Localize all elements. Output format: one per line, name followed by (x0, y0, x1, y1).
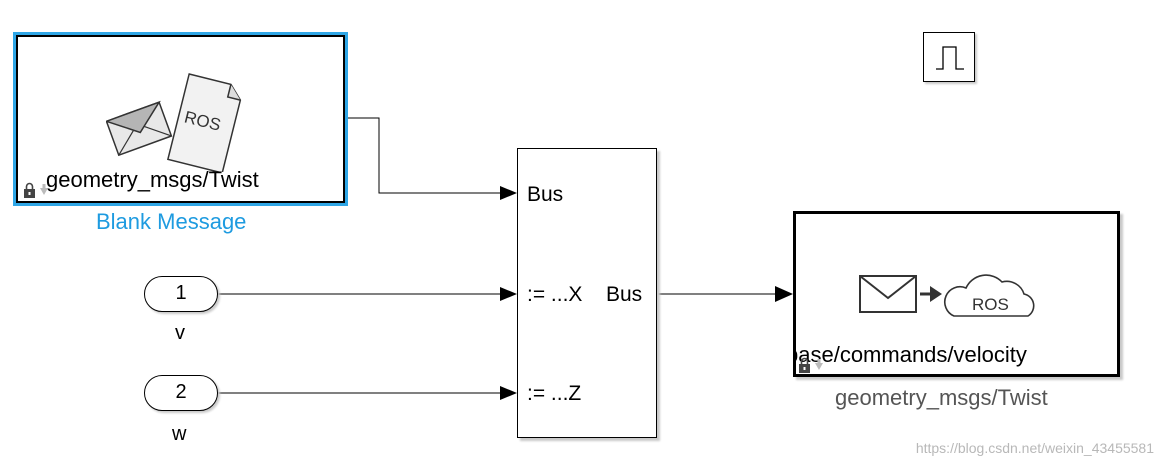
inport-1-name: v (175, 322, 185, 344)
inport-2-name: w (172, 423, 187, 445)
ros-cloud-text: ROS (972, 295, 1009, 314)
pulse-generator-block[interactable] (923, 32, 975, 82)
ros-publish-icon: ROS (859, 274, 1035, 317)
lock-icon (24, 182, 48, 198)
inport-2-number: 2 (175, 381, 187, 403)
pulse-generator-icon (936, 46, 964, 70)
inport-1-number: 1 (175, 282, 187, 304)
arrow-x-input (500, 287, 517, 301)
bus-assignment-block[interactable]: Bus := ...X Bus := ...Z (517, 148, 657, 438)
publish-label: geometry_msgs/Twist (835, 385, 1048, 410)
port-bus-label: Bus (527, 183, 564, 206)
inport-2[interactable]: 2 (144, 375, 218, 411)
port-z-label: := ...Z (527, 382, 582, 405)
arrow-bus-input (500, 186, 517, 200)
arrow-publish-input (775, 286, 793, 302)
ros-message-icon: ROS (106, 73, 242, 172)
inport-1[interactable]: 1 (144, 276, 218, 312)
blank-message-type: geometry_msgs/Twist (46, 167, 259, 192)
blank-message-block[interactable]: ROS geometry_msgs/Twist (16, 35, 345, 203)
arrow-z-input (500, 386, 517, 400)
port-x-label: := ...X (527, 283, 583, 306)
blank-message-label: Blank Message (96, 209, 247, 234)
lock-icon (799, 357, 823, 373)
output-bus-label: Bus (606, 283, 643, 306)
watermark: https://blog.csdn.net/weixin_43455581 (915, 440, 1154, 456)
ros-publish-block[interactable]: ROS base/commands/velocity (793, 211, 1120, 377)
publish-topic: base/commands/velocity (793, 342, 1027, 367)
line-blank-to-bus (345, 117, 500, 194)
